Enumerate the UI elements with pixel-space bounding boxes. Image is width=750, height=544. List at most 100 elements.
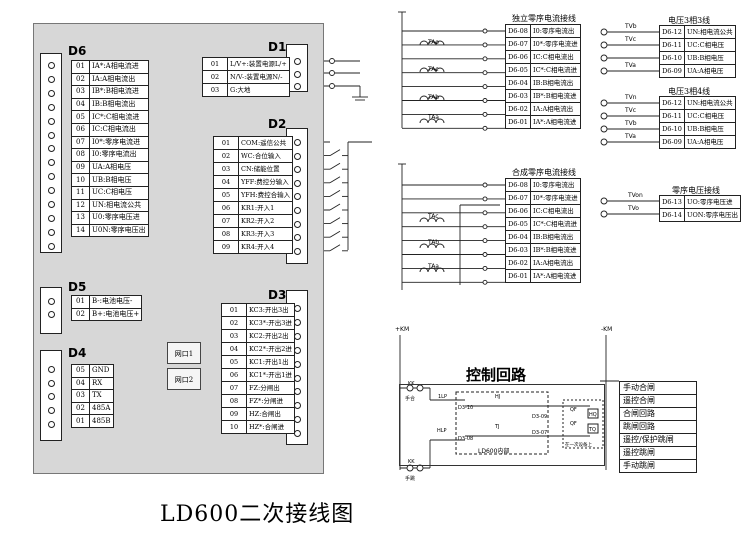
d4-terminal-desc: GND (89, 364, 114, 378)
breaker-label: 在一次设备上 (565, 441, 592, 448)
terminal-node (482, 56, 488, 62)
d6-terminal-desc: U0:零序电压进 (89, 211, 149, 225)
d6-terminal-number: 14 (71, 223, 90, 238)
switch-label: 手跳 (405, 475, 415, 482)
d1-terminal-desc: L/V+:装置电源L/+ (227, 57, 290, 71)
independent-terminal-number: D6-01 (505, 115, 531, 129)
d2-terminal-number: 02 (213, 149, 239, 163)
d4-terminal-desc: 485B (89, 414, 114, 428)
terminal-node (600, 67, 608, 75)
relay-label: HJ (495, 394, 500, 400)
v4-title: 电压3相4线 (668, 87, 711, 96)
terminal-node (416, 384, 424, 392)
terminal-node (482, 279, 488, 285)
ct-coil (419, 217, 445, 223)
terminal-hole (294, 318, 301, 326)
d6-terminal-desc: IC*:C相电流进 (89, 110, 149, 124)
d3-terminal-desc: KC3:开出3出 (246, 303, 295, 317)
d2-terminal-number: 03 (213, 162, 239, 176)
control-title: 控制回路 (466, 366, 527, 384)
km-minus: -KM (601, 326, 612, 333)
d2-terminal-number: 08 (213, 227, 239, 241)
d2-terminal-number: 07 (213, 214, 239, 228)
control-legend-row: 手动合闸 (619, 381, 697, 395)
zv-terminal-number: D6-13 (659, 195, 685, 209)
tv-label: TVo (627, 205, 639, 212)
tv-label: TVa (624, 62, 636, 69)
d5-terminal-desc: B+:电池电压+ (88, 307, 143, 322)
d2-terminal-desc: WC:合位输入 (237, 149, 294, 163)
d6-terminal-desc: IC:C相电流出 (89, 122, 149, 137)
d3-terminal-number: 08 (221, 394, 247, 408)
v3-terminal-number: D6-12 (659, 25, 685, 39)
terminal-node (482, 265, 488, 271)
control-legend-item: 遥控合闸 (619, 394, 697, 408)
d6-terminal-desc: IA*:A相电流进 (89, 60, 149, 74)
d5-terminal-number: 02 (71, 307, 90, 322)
d4-terminal-number: 02 (71, 401, 90, 416)
wire (329, 176, 341, 184)
combined-terminal-number: D6-07 (505, 191, 531, 205)
terminal-hole (48, 131, 55, 139)
d2-label: D2 (268, 117, 287, 131)
combined-terminal-desc: IA:A相电流出 (530, 256, 581, 270)
ct-coil (419, 95, 445, 101)
control-legend-row: 手动跳闸 (619, 459, 697, 473)
control-legend-item: 手动合闸 (619, 381, 697, 395)
combined-terminal-number: D6-02 (505, 256, 531, 270)
d5-connector (40, 287, 62, 334)
d6-terminal-number: 01 (71, 60, 90, 74)
d6-terminal-number: 05 (71, 110, 90, 124)
terminal-hole (48, 62, 55, 69)
terminal-node (482, 238, 488, 244)
tv-label: TVon (627, 192, 643, 199)
wire (329, 230, 341, 238)
net-port-2[interactable]: 网口2 (167, 368, 201, 390)
terminal-node (482, 111, 488, 117)
v3-terminal-number: D6-11 (659, 38, 685, 52)
terminal-node (600, 197, 608, 205)
wire (329, 162, 341, 170)
net-port-1[interactable]: 网口1 (167, 342, 201, 364)
terminal-hole (294, 166, 301, 174)
terminal-hole (48, 159, 55, 167)
qf-label: QF (570, 421, 577, 427)
terminal-hole (294, 360, 301, 368)
terminal-hole (48, 117, 55, 125)
independent-terminal-desc: IB:B相电流出 (530, 76, 581, 90)
terminal-hole (294, 416, 301, 424)
relay-label: TJ (494, 424, 500, 430)
d6-terminal-desc: IB*:B相电流进 (89, 85, 149, 99)
combined-terminal-desc: IA*:A相电流进 (530, 269, 581, 283)
d6-terminal-number: 06 (71, 122, 90, 137)
terminal-node (600, 138, 608, 146)
control-legend-table: 手动合闸遥控合闸合闸回路跳闸回路遥控/保护跳闸遥控跳闸手动跳闸 (619, 381, 697, 473)
v4-terminal-desc: UC:C相电压 (684, 109, 736, 123)
independent-terminal-desc: IA:A相电流出 (530, 102, 581, 116)
d3-terminal-desc: HZ*:合闸进 (246, 420, 295, 434)
terminal-node (406, 384, 414, 392)
terminal-hole (294, 83, 301, 90)
independent-terminal-number: D6-02 (505, 102, 531, 116)
terminal-node (482, 224, 488, 230)
combined-terminal-desc: IC:C相电流出 (530, 204, 581, 218)
combined-terminal-desc: I0:零序电流出 (530, 178, 581, 192)
